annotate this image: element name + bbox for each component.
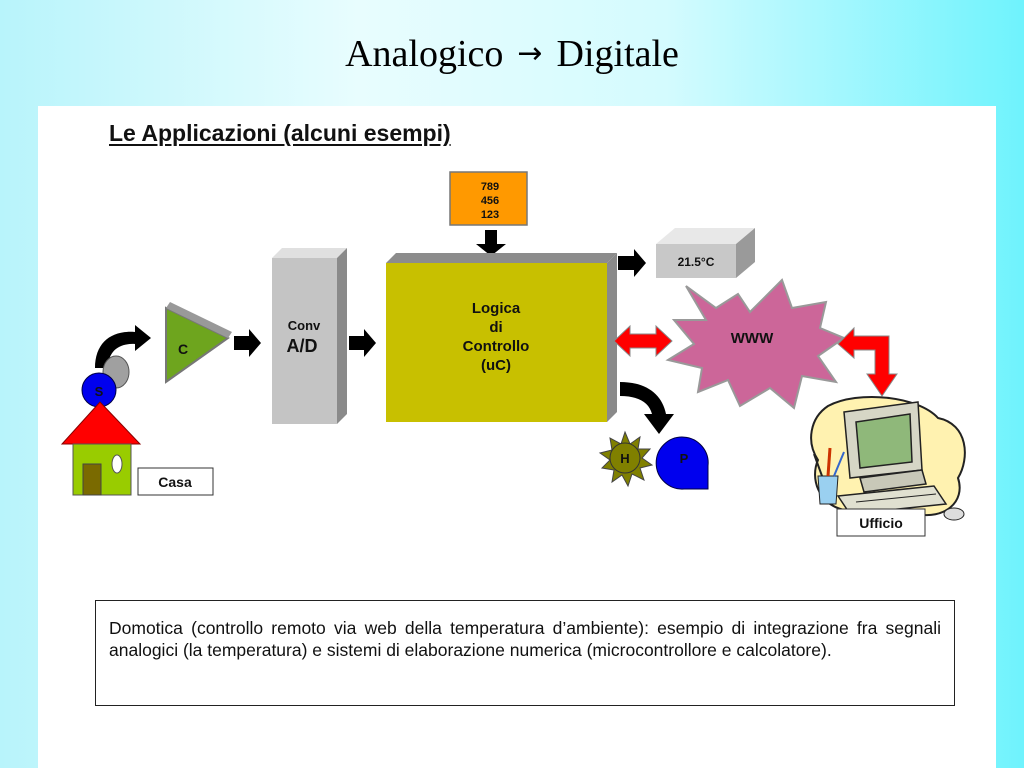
keypad-row-2: 456 bbox=[481, 195, 499, 207]
keypad: 789 456 123 bbox=[449, 171, 528, 226]
panel-heading: Le Applicazioni (alcuni esempi) bbox=[109, 120, 451, 146]
arrow-converter-to-controller bbox=[349, 329, 376, 357]
arrow-sensor-to-comparator bbox=[95, 325, 151, 368]
description-text: Domotica (controllo remoto via web della… bbox=[109, 618, 941, 660]
web-burst: WWW bbox=[665, 278, 847, 410]
controller-line-4: (uC) bbox=[481, 357, 511, 374]
arrow-web-to-office bbox=[837, 326, 898, 397]
content-panel: Le Applicazioni (alcuni esempi) 789 456 … bbox=[38, 106, 996, 768]
title-arrow-icon: → bbox=[517, 36, 543, 71]
arrow-comparator-to-converter bbox=[234, 329, 261, 357]
arrow-keypad-to-controller bbox=[476, 230, 506, 256]
comparator-label: C bbox=[178, 341, 188, 357]
converter-label-top: Conv bbox=[288, 318, 321, 333]
sensor-label: S bbox=[95, 384, 104, 399]
arrow-controller-to-pump bbox=[620, 382, 674, 434]
office-label: Ufficio bbox=[859, 515, 903, 531]
controller: Logica di Controllo (uC) bbox=[386, 253, 617, 422]
slide-title: Analogico → Digitale bbox=[0, 32, 1024, 76]
keypad-row-3: 123 bbox=[481, 209, 499, 221]
arrow-controller-to-display bbox=[618, 249, 646, 277]
sensor: S bbox=[81, 355, 130, 408]
office-label-box: Ufficio bbox=[836, 508, 926, 537]
temperature-display: 21.5°C bbox=[656, 228, 755, 278]
ad-converter: Conv A/D bbox=[272, 248, 347, 424]
double-arrow-controller-web bbox=[613, 324, 673, 358]
title-right: Digitale bbox=[556, 33, 679, 75]
pump-label: P bbox=[680, 451, 689, 466]
controller-line-3: Controllo bbox=[463, 338, 530, 355]
controller-line-1: Logica bbox=[472, 300, 521, 317]
display-reading: 21.5°C bbox=[678, 255, 715, 269]
heater-icon: H bbox=[598, 430, 654, 488]
web-label: WWW bbox=[731, 330, 774, 347]
converter-label-bottom: A/D bbox=[287, 336, 318, 356]
pump-icon: P bbox=[655, 436, 709, 490]
description-box: Domotica (controllo remoto via web della… bbox=[95, 600, 955, 706]
heater-label: H bbox=[620, 451, 629, 466]
office-computer-icon bbox=[810, 396, 966, 521]
keypad-row-1: 789 bbox=[481, 181, 499, 193]
controller-line-2: di bbox=[489, 319, 502, 336]
house-label: Casa bbox=[158, 474, 192, 490]
house-label-box: Casa bbox=[137, 467, 214, 496]
comparator: C bbox=[165, 302, 232, 384]
system-diagram: 789 456 123 21.5°C Conv A/D Logic bbox=[60, 171, 966, 537]
house-icon bbox=[60, 401, 142, 496]
title-left: Analogico bbox=[345, 33, 504, 75]
